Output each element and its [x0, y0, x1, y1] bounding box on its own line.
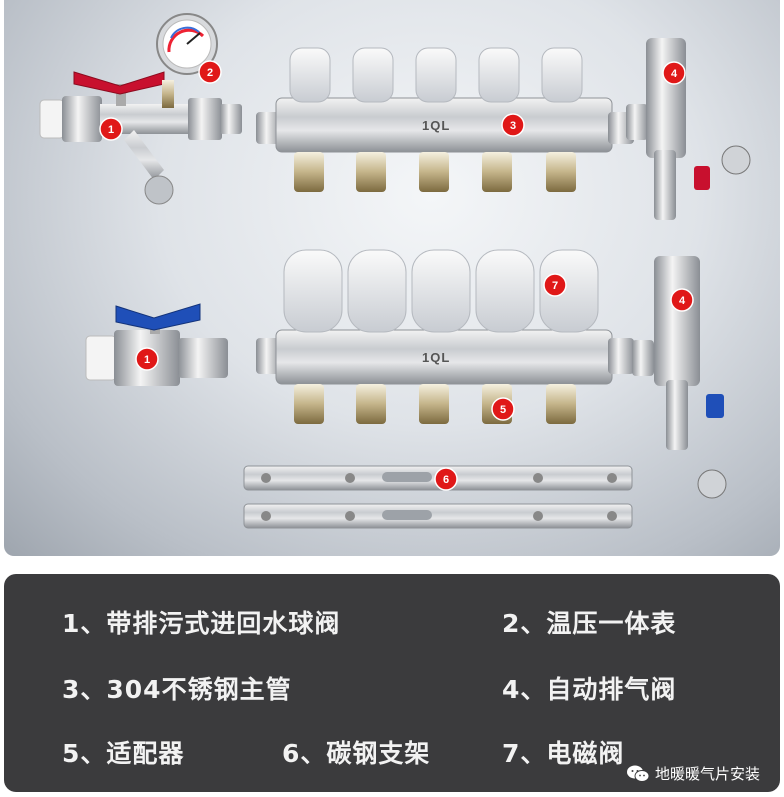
auto-air-vent-top [626, 38, 751, 220]
svg-text:6: 6 [443, 474, 449, 486]
temperature-pressure-gauge [156, 13, 218, 75]
auto-air-vent-bottom [632, 256, 727, 499]
legend-item-3: 3、304不锈钢主管 [62, 675, 292, 704]
badge-1-top: 1 [99, 117, 123, 141]
brand-label-top: 1QL [422, 118, 450, 133]
svg-text:1: 1 [108, 124, 114, 136]
badge-2: 2 [198, 60, 222, 84]
adapters-bottom [294, 384, 576, 424]
manifold-illustration: 1QL [39, 13, 751, 529]
badge-4-top: 4 [662, 61, 686, 85]
watermark: 地暖暖气片安装 [626, 763, 760, 784]
brand-label-bottom: 1QL [422, 350, 450, 365]
svg-text:3: 3 [510, 120, 516, 132]
badge-1-bottom: 1 [135, 347, 159, 371]
legend-panel: 1、带排污式进回水球阀 2、温压一体表 3、304不锈钢主管 4、自动排气阀 5… [4, 574, 780, 792]
legend-item-2: 2、温压一体表 [502, 609, 677, 638]
legend-item-5: 5、适配器 [62, 739, 185, 768]
badge-6: 6 [434, 467, 458, 491]
badge-5: 5 [491, 397, 515, 421]
svg-text:4: 4 [671, 68, 678, 80]
wechat-icon [626, 765, 649, 782]
legend-item-6: 6、碳钢支架 [282, 739, 431, 768]
outlet-fittings-top [294, 152, 576, 192]
manual-valve-caps [289, 47, 583, 103]
svg-text:1: 1 [144, 354, 150, 366]
svg-text:4: 4 [679, 295, 686, 307]
svg-text:2: 2 [207, 67, 213, 79]
badge-7: 7 [543, 273, 567, 297]
ball-valve-bottom [85, 303, 228, 386]
legend-item-4: 4、自动排气阀 [502, 675, 677, 704]
drain-ball-valve-top [39, 71, 242, 205]
badge-3: 3 [501, 113, 525, 137]
svg-text:7: 7 [552, 280, 558, 292]
product-photo-panel: 1QL [4, 0, 780, 556]
badge-4-bottom: 4 [670, 288, 694, 312]
legend-item-1: 1、带排污式进回水球阀 [62, 609, 341, 638]
svg-text:5: 5 [500, 404, 506, 416]
legend-item-7: 7、电磁阀 [502, 739, 625, 768]
watermark-text: 地暖暖气片安装 [654, 765, 760, 783]
stainless-main-pipe-bottom: 1QL [256, 249, 634, 424]
stainless-main-pipe-top: 1QL [256, 47, 634, 192]
electric-actuators [283, 249, 599, 333]
